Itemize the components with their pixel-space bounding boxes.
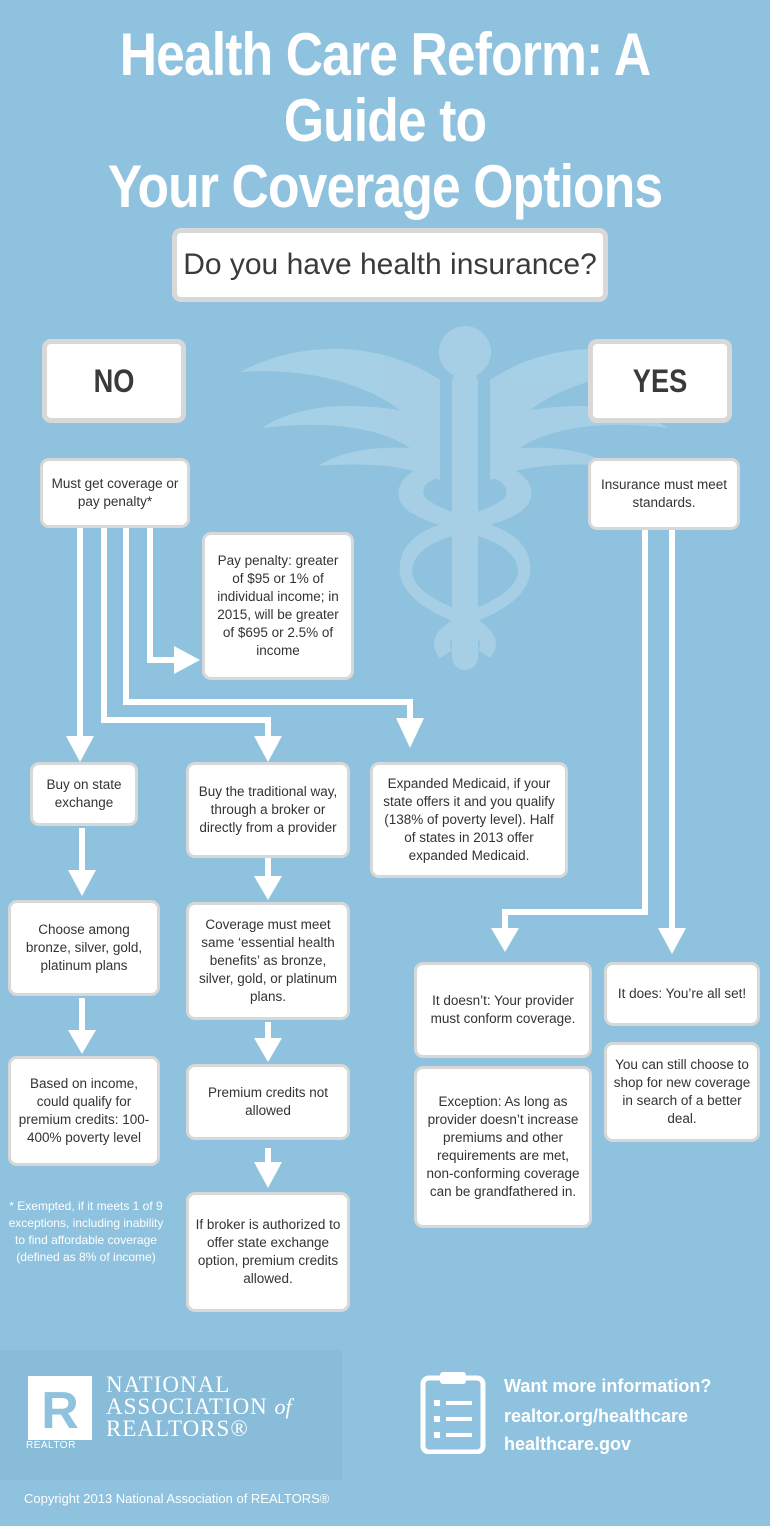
org-line-2: ASSOCIATION of: [106, 1394, 292, 1419]
essential-benefits-box: Coverage must meet same ‘essential healt…: [186, 902, 350, 1020]
answer-no-label: NO: [93, 363, 135, 399]
answer-yes-label: YES: [632, 363, 688, 399]
state-exchange-text: Buy on state exchange: [46, 777, 122, 810]
pay-penalty-box: Pay penalty: greater of $95 or 1% of ind…: [202, 532, 354, 680]
must-get-coverage-box: Must get coverage or pay penalty*: [40, 458, 190, 528]
question-box: Do you have health insurance?: [172, 228, 608, 302]
org-of: of: [274, 1394, 292, 1419]
arrow-to-penalty: [147, 528, 178, 663]
shop-text: You can still choose to shop for new cov…: [613, 1057, 751, 1126]
meet-standards-text: Insurance must meet standards.: [600, 477, 728, 510]
pay-penalty-text: Pay penalty: greater of $95 or 1% of ind…: [217, 553, 339, 658]
org-line-2-text: ASSOCIATION: [106, 1394, 268, 1419]
copyright-notice: Copyright 2013 National Association of R…: [24, 1491, 330, 1506]
medicaid-text: Expanded Medicaid, if your state offers …: [383, 776, 555, 863]
org-line-1: NATIONAL: [106, 1372, 231, 1397]
income-credits-text: Based on income, could qualify for premi…: [18, 1076, 150, 1145]
it-doesnt-text: It doesn’t: Your provider must conform c…: [430, 993, 576, 1026]
more-info-block: Want more information? realtor.org/healt…: [504, 1372, 711, 1458]
broker-authorized-text: If broker is authorized to offer state e…: [195, 1217, 341, 1286]
credits-not-allowed-box: Premium credits not allowed: [186, 1064, 350, 1140]
more-info-heading: Want more information?: [504, 1376, 712, 1396]
broker-authorized-box: If broker is authorized to offer state e…: [186, 1192, 350, 1312]
traditional-text: Buy the traditional way, through a broke…: [198, 784, 338, 835]
answer-yes-box: YES: [588, 339, 732, 423]
credits-not-allowed-text: Premium credits not allowed: [207, 1085, 329, 1118]
exception-box: Exception: As long as provider doesn’t i…: [414, 1066, 592, 1228]
medicaid-box: Expanded Medicaid, if your state offers …: [370, 762, 568, 878]
shop-box: You can still choose to shop for new cov…: [604, 1042, 760, 1142]
answer-no-box: NO: [42, 339, 186, 423]
org-line-3: REALTORS®: [106, 1416, 249, 1441]
question-text: Do you have health insurance?: [183, 248, 597, 281]
title-line-1: Health Care Reform: A Guide to: [119, 21, 651, 154]
title-line-2: Your Coverage Options: [107, 153, 663, 220]
it-does-text: It does: You’re all set!: [617, 986, 747, 1001]
choose-plans-text: Choose among bronze, silver, gold, plati…: [25, 922, 143, 973]
realtor-logo-icon: R: [28, 1376, 92, 1440]
logo-letter: R: [41, 1382, 79, 1440]
arrow-to-medicaid: [123, 528, 413, 718]
it-doesnt-box: It doesn’t: Your provider must conform c…: [414, 962, 592, 1058]
it-does-box: It does: You’re all set!: [604, 962, 760, 1026]
realtor-logo-label: REALTOR: [26, 1440, 76, 1451]
link-healthcare-gov[interactable]: healthcare.gov: [504, 1434, 632, 1454]
meet-standards-box: Insurance must meet standards.: [588, 458, 740, 530]
clipboard-icon: [420, 1372, 486, 1454]
essential-benefits-text: Coverage must meet same ‘essential healt…: [198, 917, 338, 1004]
state-exchange-box: Buy on state exchange: [30, 762, 138, 826]
organization-name: NATIONAL ASSOCIATION of REALTORS®: [106, 1372, 292, 1441]
exception-text: Exception: As long as provider doesn’t i…: [426, 1094, 580, 1199]
must-get-coverage-text: Must get coverage or pay penalty*: [51, 476, 179, 509]
choose-plans-box: Choose among bronze, silver, gold, plati…: [8, 900, 160, 996]
arrow-to-doesnt: [502, 530, 648, 928]
exemption-footnote: * Exempted, if it meets 1 of 9 exception…: [8, 1199, 164, 1264]
arrow-to-traditional: [101, 528, 271, 736]
link-realtor-healthcare[interactable]: realtor.org/healthcare: [504, 1406, 689, 1426]
income-credits-box: Based on income, could qualify for premi…: [8, 1056, 160, 1166]
page-title: Health Care Reform: A Guide to Your Cove…: [54, 22, 716, 220]
traditional-box: Buy the traditional way, through a broke…: [186, 762, 350, 858]
